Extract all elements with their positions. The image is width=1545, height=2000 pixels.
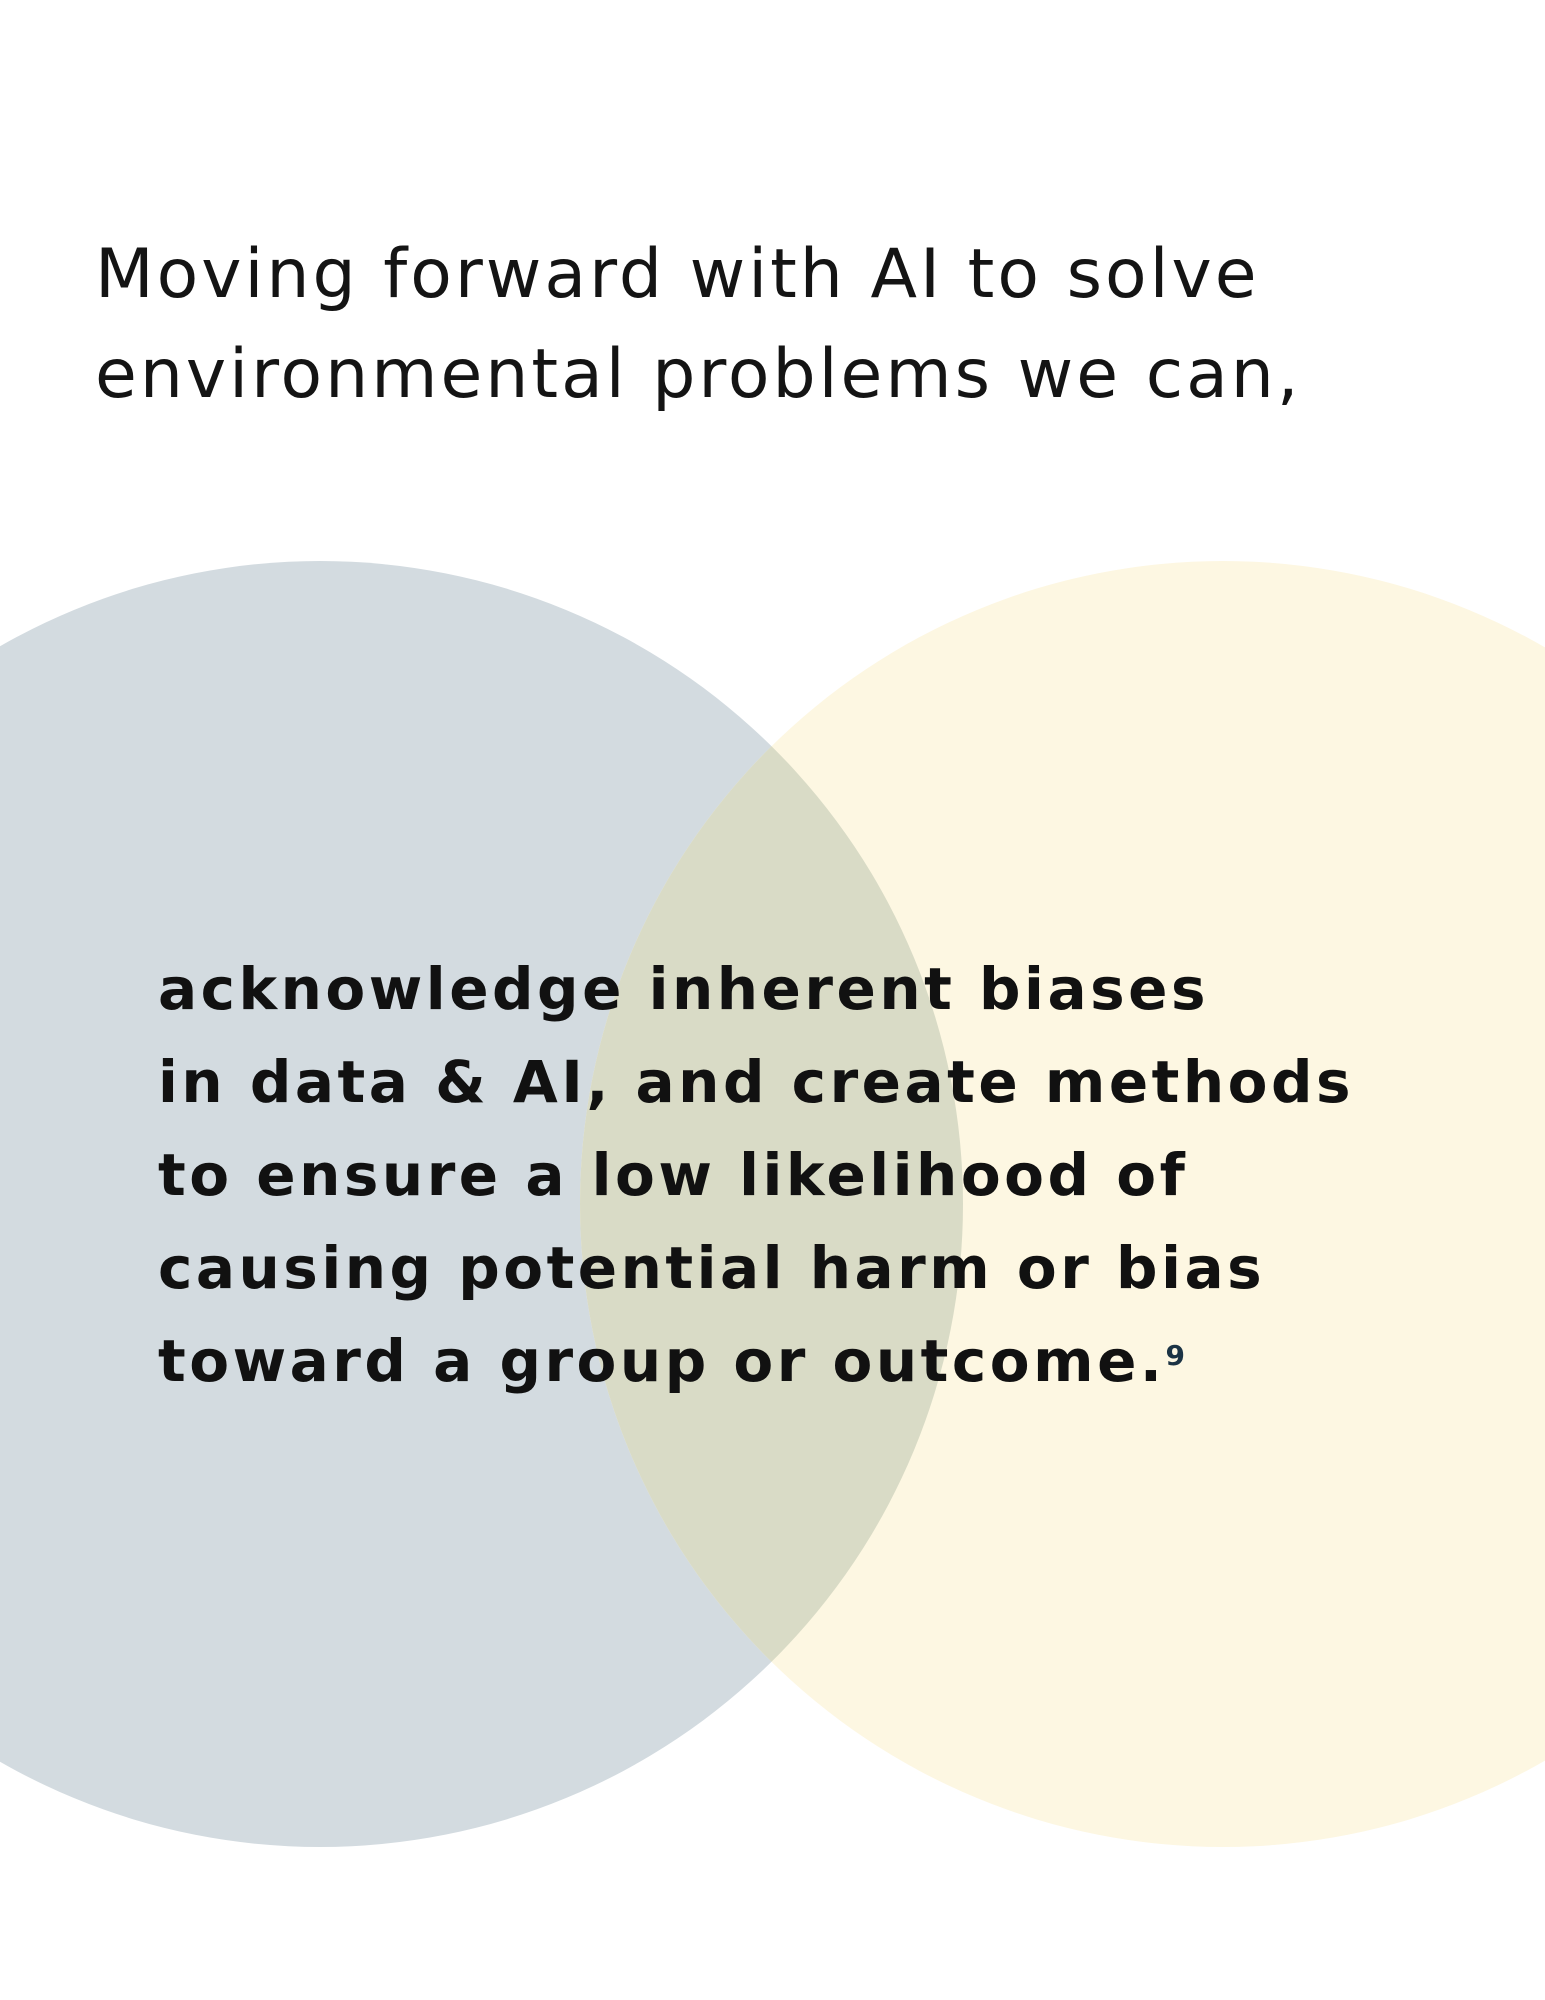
heading-line-1: Moving forward with AI to solve: [95, 235, 1260, 314]
heading-line-2: environmental problems we can,: [95, 335, 1302, 414]
statement-line-2: in data & AI, and create methods: [158, 1048, 1355, 1116]
statement-line-5: toward a group or outcome.9: [158, 1315, 1478, 1408]
footnote-reference[interactable]: 9: [1165, 1339, 1185, 1372]
statement-line-5-text: toward a group or outcome.: [158, 1327, 1166, 1395]
statement-line-1: acknowledge inherent biases: [158, 955, 1209, 1023]
statement-line-4: causing potential harm or bias: [158, 1234, 1266, 1302]
statement-line-3: to ensure a low likelihood of: [158, 1141, 1189, 1209]
statement: acknowledge inherent biases in data & AI…: [158, 943, 1478, 1408]
heading: Moving forward with AI to solve environm…: [95, 225, 1455, 425]
